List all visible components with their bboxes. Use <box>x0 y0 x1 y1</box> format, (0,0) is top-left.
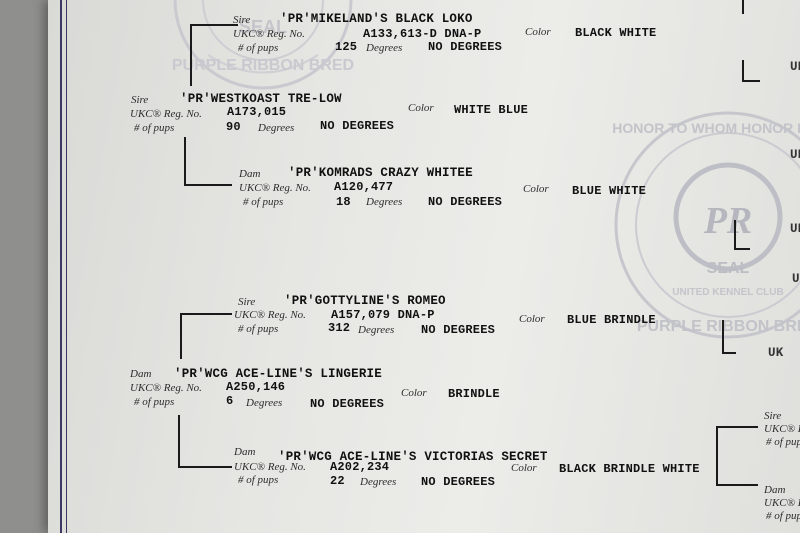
label-reg: UKC® Reg. No. <box>234 309 306 321</box>
right-label-dam: Dam <box>764 484 785 496</box>
dam-dam-reg: A202,234 <box>330 460 389 474</box>
bracket-line-dam-top <box>180 313 182 359</box>
dam-degrees: NO DEGREES <box>310 397 384 411</box>
label-reg: UKC® Reg. No. <box>239 182 311 194</box>
label-pups: # of pups <box>238 42 278 54</box>
label-dam: Dam <box>239 168 260 180</box>
label-dam: Dam <box>130 368 151 380</box>
label-reg: UKC® Reg. No. <box>233 28 305 40</box>
sire-dam-name: 'PR'KOMRADS CRAZY WHITEE <box>288 166 473 180</box>
label-color: Color <box>523 183 549 195</box>
right-label-pups: # of pups <box>766 436 800 448</box>
bracket-line-sire-top-h <box>190 24 238 26</box>
seal-bottom-text-top: PURPLE RIBBON BRED <box>172 57 354 74</box>
label-degrees: Degrees <box>258 122 294 134</box>
dam-pups: 6 <box>226 394 233 408</box>
label-pups: # of pups <box>134 122 174 134</box>
bracket-line-right-5h <box>716 426 758 428</box>
bracket-line-right-2h <box>742 80 760 82</box>
sire-dam-degrees: NO DEGREES <box>428 195 502 209</box>
bracket-line-right-3 <box>734 220 736 250</box>
label-color: Color <box>519 313 545 325</box>
right-edge-text-2: UK <box>790 148 800 162</box>
seal-top-text: HONOR TO WHOM HONOR IS DUE <box>612 120 800 136</box>
sire-pups: 90 <box>226 120 241 134</box>
sire-sire-pups: 125 <box>335 40 357 54</box>
right-edge-text-3: UK <box>790 222 800 236</box>
right-edge-text-1: UK <box>790 60 800 74</box>
dam-dam-name: 'PR'WCG ACE-LINE'S VICTORIAS SECRET <box>278 450 548 464</box>
dam-sire-color: BLUE BRINDLE <box>567 313 656 327</box>
right-edge-text-5: UK <box>768 346 783 360</box>
label-degrees: Degrees <box>366 42 402 54</box>
sire-sire-degrees: NO DEGREES <box>428 40 502 54</box>
border-outer-line <box>60 0 62 533</box>
dam-color: BRINDLE <box>448 387 500 401</box>
sire-color: WHITE BLUE <box>454 103 528 117</box>
bracket-line-right-2 <box>742 60 744 82</box>
dam-dam-color: BLACK BRINDLE WHITE <box>559 462 700 476</box>
seal-center-pr: PR <box>703 200 753 242</box>
label-reg: UKC® Reg. No. <box>130 382 202 394</box>
sire-dam-color: BLUE WHITE <box>572 184 646 198</box>
seal-word: SEAL <box>707 260 750 277</box>
sire-dam-reg: A120,477 <box>334 180 393 194</box>
label-pups: # of pups <box>134 396 174 408</box>
sire-sire-reg: A133,613-D DNA-P <box>363 27 481 41</box>
label-color: Color <box>525 26 551 38</box>
bracket-line-right-3h <box>734 248 750 250</box>
sire-dam-pups: 18 <box>336 195 351 209</box>
seal-ring-text: UNITED KENNEL CLUB <box>672 287 783 298</box>
label-pups: # of pups <box>243 196 283 208</box>
border-inner-line <box>66 0 67 533</box>
sire-sire-name: 'PR'MIKELAND'S BLACK LOKO <box>280 12 473 26</box>
label-sire: Sire <box>233 14 250 26</box>
dam-reg: A250,146 <box>226 380 285 394</box>
dam-dam-pups: 22 <box>330 474 345 488</box>
right-edge-text-4: UK <box>792 272 800 286</box>
sire-degrees: NO DEGREES <box>320 119 394 133</box>
bracket-line-right-5 <box>716 426 718 486</box>
label-degrees: Degrees <box>358 324 394 336</box>
bracket-line-right-1 <box>742 0 744 14</box>
label-reg: UKC® Reg. No. <box>234 461 306 473</box>
label-color: Color <box>401 387 427 399</box>
bracket-line-sire-bottom-h <box>184 184 232 186</box>
bracket-line-right-5h2 <box>716 484 758 486</box>
bracket-line-right-4 <box>722 320 724 354</box>
bracket-line-dam-bottom-h <box>178 466 232 468</box>
label-sire: Sire <box>131 94 148 106</box>
sire-name: 'PR'WESTKOAST TRE-LOW <box>180 92 342 106</box>
right-label-reg-b: UKC® Reg. No. <box>764 497 800 509</box>
label-sire: Sire <box>238 296 255 308</box>
seal-bottom-text: PURPLE RIBBON BRED <box>637 318 800 335</box>
dam-sire-name: 'PR'GOTTYLINE'S ROMEO <box>284 294 446 308</box>
label-dam: Dam <box>234 446 255 458</box>
dam-sire-pups: 312 <box>328 321 350 335</box>
label-color: Color <box>511 462 537 474</box>
label-reg: UKC® Reg. No. <box>130 108 202 120</box>
bracket-line-sire-top <box>190 24 192 86</box>
dam-dam-degrees: NO DEGREES <box>421 475 495 489</box>
label-degrees: Degrees <box>366 196 402 208</box>
right-label-sire: Sire <box>764 410 781 422</box>
sire-sire-color: BLACK WHITE <box>575 26 656 40</box>
pedigree-certificate: SEAL PURPLE RIBBON BRED HONOR TO WHOM HO… <box>48 0 800 533</box>
right-label-reg: UKC® Reg. No. <box>764 423 800 435</box>
label-degrees: Degrees <box>360 476 396 488</box>
bracket-line-dam-top-h <box>180 313 232 315</box>
label-color: Color <box>408 102 434 114</box>
label-pups: # of pups <box>238 474 278 486</box>
sire-reg: A173,015 <box>227 105 286 119</box>
dam-name: 'PR'WCG ACE-LINE'S LINGERIE <box>174 367 382 381</box>
dam-sire-reg: A157,079 DNA-P <box>331 308 435 322</box>
bracket-line-right-4h <box>722 352 736 354</box>
bracket-line-sire-bottom <box>184 137 186 185</box>
label-degrees: Degrees <box>246 397 282 409</box>
bracket-line-dam-bottom <box>178 415 180 467</box>
right-label-pups-b: # of pups <box>766 510 800 522</box>
dam-sire-degrees: NO DEGREES <box>421 323 495 337</box>
label-pups: # of pups <box>238 323 278 335</box>
